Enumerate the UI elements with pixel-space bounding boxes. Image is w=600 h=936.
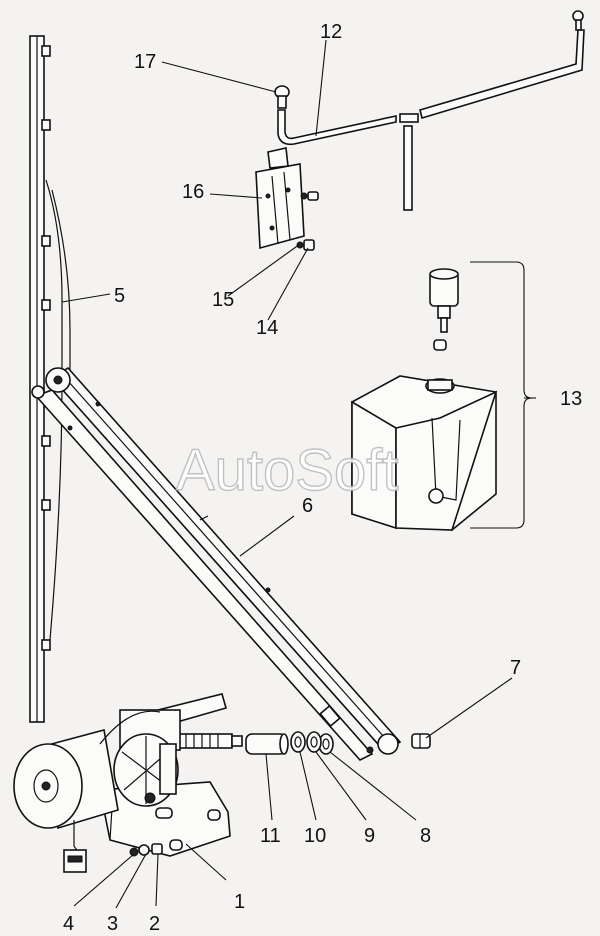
washer-10	[290, 731, 306, 753]
screw-upper	[300, 191, 319, 201]
washer-3	[138, 844, 150, 856]
watermark-text: AutoSoft	[176, 438, 398, 503]
mounting-bracket	[255, 147, 305, 250]
callout-14: 14	[256, 317, 278, 339]
callout-6: 6	[302, 495, 313, 517]
callout-4: 4	[63, 913, 74, 935]
callout-13: 13	[560, 388, 582, 410]
wiper-motor-assembly	[13, 693, 243, 873]
callout-10: 10	[304, 825, 326, 847]
callout-12: 12	[320, 21, 342, 43]
callout-16: 16	[182, 181, 204, 203]
callout-8: 8	[420, 825, 431, 847]
washer-jet-nozzle	[274, 10, 584, 109]
washer-hose-assembly	[277, 29, 585, 211]
callout-2: 2	[149, 913, 160, 935]
leader-lines	[61, 39, 536, 909]
bolt-4	[129, 847, 139, 857]
bushing	[245, 733, 289, 755]
washer-reservoir-assembly	[351, 268, 498, 531]
callout-17: 17	[134, 51, 156, 73]
callout-7: 7	[510, 657, 521, 679]
nut-2	[151, 843, 163, 855]
callout-5: 5	[114, 285, 125, 307]
callout-11: 11	[260, 825, 281, 847]
callout-15: 15	[212, 289, 234, 311]
screw-lower	[296, 239, 315, 251]
callout-1: 1	[234, 891, 245, 913]
callout-3: 3	[107, 913, 118, 935]
washer-9	[306, 731, 322, 753]
cap-nut	[411, 733, 431, 749]
callout-9: 9	[364, 825, 375, 847]
wiper-arm	[31, 366, 402, 761]
wiper-blade	[29, 35, 71, 723]
